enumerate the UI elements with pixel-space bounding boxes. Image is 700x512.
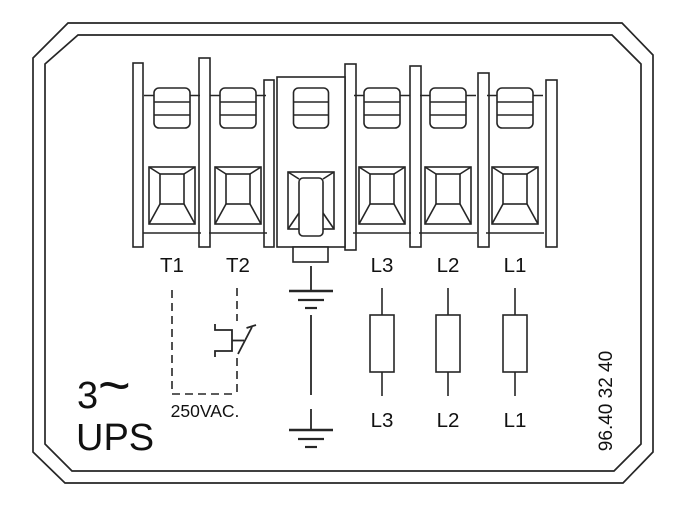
terminal-label-l2: L2 [437, 254, 460, 277]
separator-bar [477, 72, 490, 248]
ups-label: UPS [76, 417, 154, 459]
terminal-label-t2: T2 [226, 254, 250, 277]
ground-symbol-bottom [289, 428, 333, 449]
ground-symbol-top [289, 289, 333, 310]
separator-bar [545, 79, 558, 248]
fuse-l1 [502, 287, 528, 397]
phase-count-label: 3 [77, 375, 98, 417]
line-label-l2: L2 [437, 409, 460, 432]
terminal-label-l3: L3 [371, 254, 394, 277]
separator-bar [409, 65, 422, 248]
separator-bar [344, 63, 357, 251]
fuse-l2 [435, 287, 461, 397]
terminal-t1 [142, 87, 202, 234]
terminal-label-t1: T1 [160, 254, 184, 277]
line-label-l1: L1 [504, 409, 527, 432]
separator-bar [263, 79, 275, 248]
terminal-clamp-lever [298, 177, 324, 237]
line-label-l3: L3 [371, 409, 394, 432]
separator-bar [132, 62, 144, 248]
part-number-label: 96.40 32 40 [596, 351, 617, 451]
earth-conductor [289, 266, 333, 449]
sine-wave-icon: ~ [98, 353, 131, 416]
enclosure-outer-frame [32, 22, 654, 484]
terminal-l1 [485, 87, 545, 234]
terminal-block [132, 57, 558, 251]
terminal-ground-tab [292, 246, 329, 263]
relay-contact-icon [214, 324, 257, 357]
terminal-ground [276, 76, 346, 263]
enclosure-inner-frame [44, 34, 642, 472]
terminal-l2 [418, 87, 478, 234]
fuse-l3 [369, 287, 395, 397]
terminal-t2 [208, 87, 268, 234]
terminal-l3 [352, 87, 412, 234]
separator-bar [198, 57, 211, 248]
terminal-label-l1: L1 [504, 254, 527, 277]
relay-enclosure-dashed-box [171, 288, 238, 395]
relay-rating-label: 250VAC. [171, 401, 240, 421]
